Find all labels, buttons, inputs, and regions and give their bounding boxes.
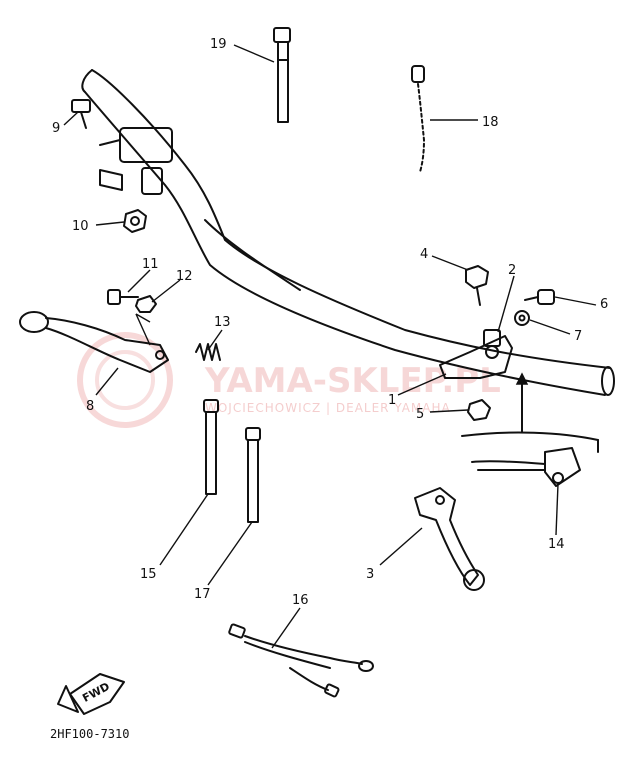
bolt-9 xyxy=(71,99,91,129)
callout-5: 5 xyxy=(416,407,424,422)
callout-16: 16 xyxy=(292,593,309,608)
bolt-4 xyxy=(465,265,489,306)
lever-holder xyxy=(439,329,513,379)
callout-15: 15 xyxy=(140,567,157,582)
callout-9: 9 xyxy=(52,121,60,136)
switch-14 xyxy=(461,372,599,487)
callout-labels: 1 2 3 4 5 6 7 8 9 10 11 12 13 14 15 16 1… xyxy=(52,37,608,608)
callout-4: 4 xyxy=(420,247,428,262)
callout-1: 1 xyxy=(388,393,396,408)
cable-strap-19 xyxy=(273,27,291,123)
bead-band-18 xyxy=(411,65,425,173)
leader-lines xyxy=(63,44,597,649)
drawing-code: 2HF100-7310 xyxy=(50,727,129,741)
handlebar xyxy=(81,69,615,396)
spring-13 xyxy=(195,343,221,361)
cable-strap-15 xyxy=(203,399,219,495)
callout-7: 7 xyxy=(574,329,582,344)
lever-3 xyxy=(414,487,485,591)
lever-8 xyxy=(19,311,169,373)
callout-12: 12 xyxy=(176,269,193,284)
callout-17: 17 xyxy=(194,587,211,602)
bolt-11 xyxy=(107,289,139,305)
watermark-logo xyxy=(77,332,173,428)
cable-strap-17 xyxy=(245,427,261,523)
watermark: YAMA-SKLEP.PL WOJCIECHOWICZ | DEALER YAM… xyxy=(77,332,501,428)
watermark-dealer: WOJCIECHOWICZ | DEALER YAMAHA xyxy=(205,401,451,415)
callout-13: 13 xyxy=(214,315,231,330)
nut-10 xyxy=(123,209,147,233)
callout-8: 8 xyxy=(86,399,94,414)
watermark-brand: YAMA-SKLEP.PL xyxy=(204,361,501,401)
handlebar-clamp xyxy=(99,127,173,195)
callout-2: 2 xyxy=(508,263,516,278)
fwd-arrow: FWD xyxy=(57,673,125,715)
bolt-6 xyxy=(524,289,555,305)
callout-14: 14 xyxy=(548,537,565,552)
wire-lead-16 xyxy=(228,623,374,698)
callout-19: 19 xyxy=(210,37,227,52)
callout-6: 6 xyxy=(600,297,608,312)
callout-18: 18 xyxy=(482,115,499,130)
callout-10: 10 xyxy=(72,219,89,234)
washer-7 xyxy=(514,310,530,326)
nut-5 xyxy=(467,399,491,421)
nut-12 xyxy=(135,295,157,313)
callout-11: 11 xyxy=(142,257,159,272)
callout-3: 3 xyxy=(366,567,374,582)
